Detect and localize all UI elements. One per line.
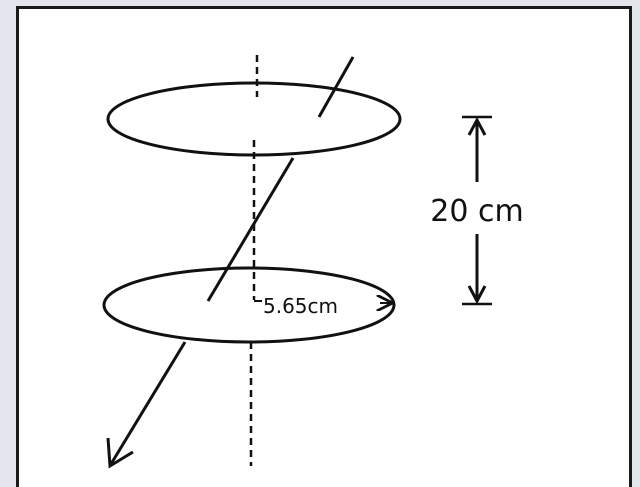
lower-loop <box>102 266 396 344</box>
separation-label: 20 cm <box>430 194 523 229</box>
separation-upper-arrowhead <box>467 116 487 136</box>
separation-lower-arrowhead <box>467 285 487 305</box>
slanted-line-arrowhead <box>106 437 134 469</box>
upper-loop <box>106 81 402 157</box>
slanted-line-bottom-segment <box>109 341 187 465</box>
slanted-line-top-segment <box>317 56 355 118</box>
slanted-line-middle-segment <box>206 157 295 302</box>
radius-label: 5.65cm <box>263 294 338 318</box>
